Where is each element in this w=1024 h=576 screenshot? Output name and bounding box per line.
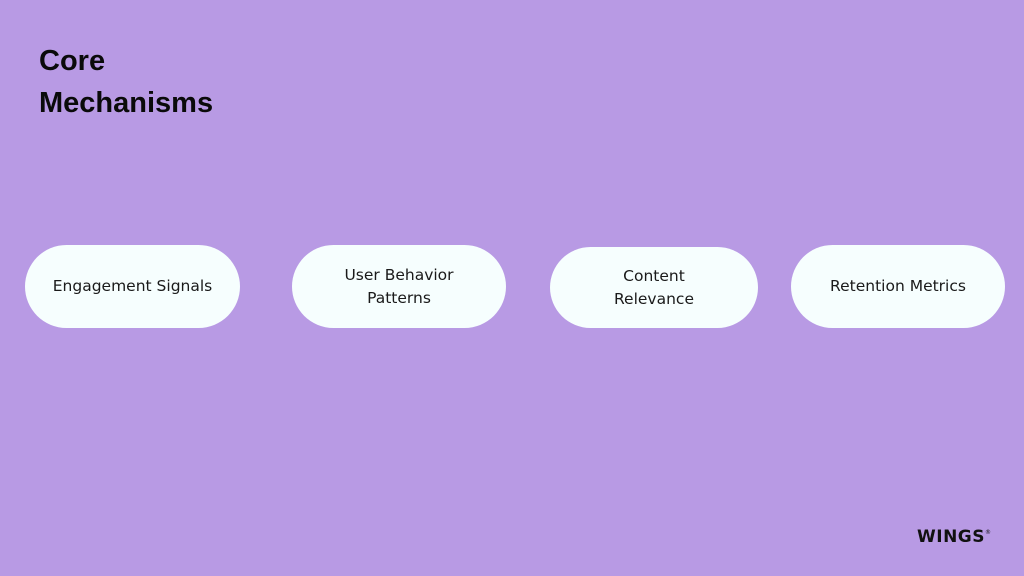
pill-label-line-2: Relevance: [613, 289, 694, 308]
pill-label: Retention Metrics: [830, 277, 966, 295]
pill-engagement-signals: Engagement Signals: [25, 245, 240, 328]
wings-logo: WINGS®: [917, 527, 992, 547]
logo-text: WINGS: [917, 527, 986, 547]
pill-retention-metrics: Retention Metrics: [791, 245, 1005, 328]
title-line-2: Mechanisms: [39, 87, 214, 119]
title-line-1: Core: [39, 45, 106, 77]
pill-label: Engagement Signals: [52, 277, 213, 295]
pill-label: User Behavior: [344, 265, 454, 284]
pill-label: Content: [623, 266, 685, 285]
registered-mark: ®: [985, 529, 992, 536]
slide-title: Core Mechanisms: [39, 40, 213, 124]
pill-label-line-2: Patterns: [367, 288, 431, 307]
